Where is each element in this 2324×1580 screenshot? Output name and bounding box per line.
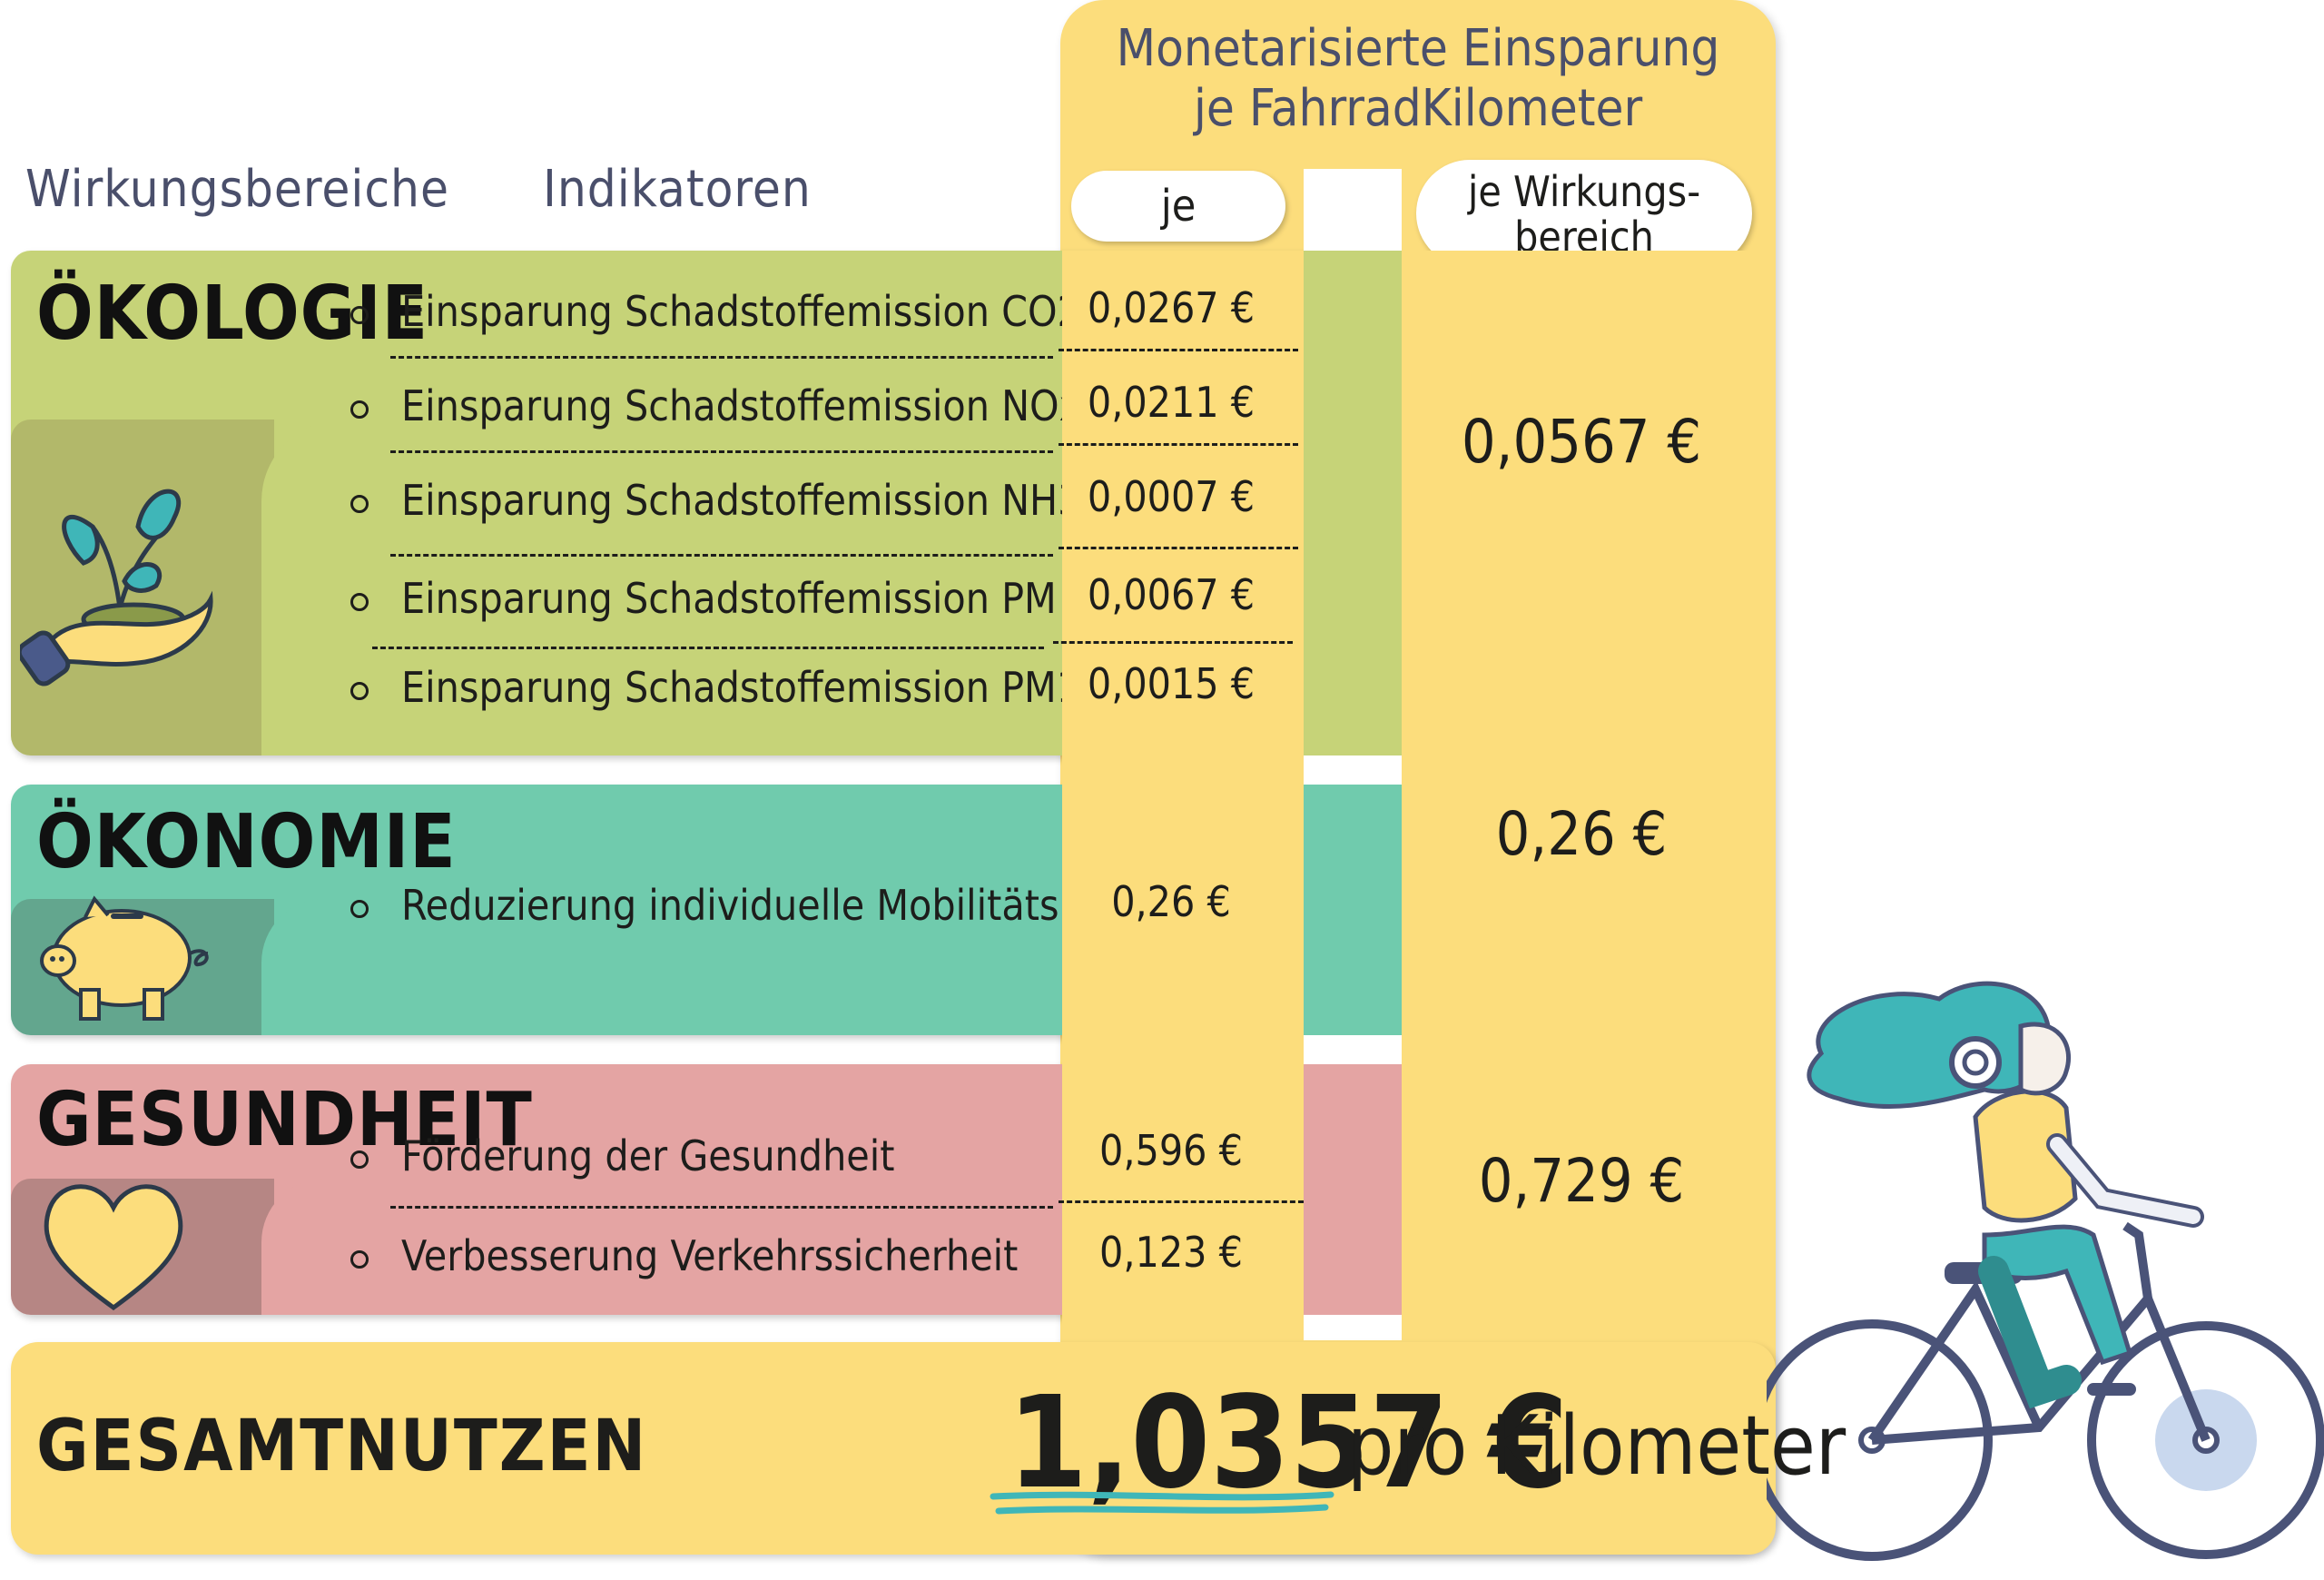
indicator-row-gesundheit: Förderung der Gesundheit <box>350 1131 895 1180</box>
value-mobilitaetskosten: 0,26 € <box>1111 877 1231 926</box>
divider-line <box>390 356 1053 359</box>
divider-line <box>372 647 1044 649</box>
total-label: GESAMTNUTZEN <box>36 1406 648 1487</box>
indicator-row-pm10: Einsparung Schadstoffemission PM10 <box>350 663 1104 712</box>
column-gap-band-oekonomie <box>1304 785 1402 1035</box>
value-nox: 0,0211 € <box>1087 378 1256 427</box>
indicator-label: Einsparung Schadstoffemission NH3 <box>401 476 1082 525</box>
divider-line <box>1059 443 1298 446</box>
bullet-icon <box>350 1249 369 1269</box>
indicator-label: Förderung der Gesundheit <box>401 1131 895 1180</box>
indicator-row-mobilitaetskosten: Reduzierung individuelle Mobilitätskoste… <box>350 881 1184 930</box>
piggy-bank-icon <box>40 895 209 1021</box>
total-unit: pro Kilometer <box>1347 1398 1846 1494</box>
column-gap-band-oekologie <box>1304 251 1402 755</box>
total-oekologie: 0,0567 € <box>1461 407 1702 477</box>
header-wirkungsbereiche: Wirkungsbereiche <box>25 160 449 219</box>
pill-je-wirkungsbereich-line1: je Wirkungs- <box>1467 167 1701 216</box>
divider-line <box>390 1206 1053 1209</box>
divider-line <box>1059 349 1298 351</box>
column-gap-band-gesundheit <box>1304 1064 1402 1315</box>
pill-je-indikator: je Indikator <box>1071 171 1285 302</box>
area-value-column <box>1402 251 1774 1337</box>
value-nh3: 0,0007 € <box>1087 472 1256 521</box>
heart-icon <box>44 1184 183 1311</box>
bullet-icon <box>350 400 369 419</box>
indicator-row-pm25: Einsparung Schadstoffemission PM 2,5 <box>350 574 1128 623</box>
indicator-value-column <box>1062 251 1304 1337</box>
money-title-line2: je FahrradKilometer <box>1193 79 1643 138</box>
indicator-label: Einsparung Schadstoffemission NOx <box>401 381 1082 430</box>
value-verkehrssicherheit: 0,123 € <box>1099 1228 1243 1277</box>
bullet-icon <box>350 899 369 918</box>
indicator-row-nh3: Einsparung Schadstoffemission NH3 <box>350 476 1081 525</box>
bullet-icon <box>350 1150 369 1169</box>
indicator-label: Einsparung Schadstoffemission PM 2,5 <box>401 574 1128 623</box>
cyclist-icon <box>1767 981 2324 1561</box>
bullet-icon <box>350 305 369 324</box>
divider-line <box>390 450 1053 453</box>
bullet-icon <box>350 494 369 513</box>
divider-line <box>390 554 1053 557</box>
divider-line <box>1059 547 1298 549</box>
bullet-icon <box>350 681 369 700</box>
title-oekonomie: ÖKONOMIE <box>36 799 457 885</box>
value-pm25: 0,0067 € <box>1087 570 1256 619</box>
total-band <box>11 1342 1776 1555</box>
indicator-row-verkehrssicherheit: Verbesserung Verkehrssicherheit <box>350 1231 1018 1280</box>
total-oekonomie: 0,26 € <box>1495 799 1668 869</box>
indicator-label: Einsparung Schadstoffemission CO2 <box>401 287 1081 336</box>
indicator-label: Einsparung Schadstoffemission PM10 <box>401 663 1105 712</box>
value-co2: 0,0267 € <box>1087 283 1256 332</box>
value-gesundheit: 0,596 € <box>1099 1126 1243 1175</box>
header-indikatoren: Indikatoren <box>543 160 812 219</box>
bullet-icon <box>350 592 369 611</box>
indicator-label: Verbesserung Verkehrssicherheit <box>401 1231 1019 1280</box>
divider-line <box>1053 641 1293 644</box>
value-pm10: 0,0015 € <box>1087 659 1256 708</box>
indicator-label: Reduzierung individuelle Mobilitätskoste… <box>401 881 1184 930</box>
money-title-line1: Monetarisierte Einsparung <box>1116 19 1720 78</box>
underline-icon <box>990 1491 1334 1515</box>
plant-in-hand-icon <box>20 489 213 686</box>
total-gesundheit: 0,729 € <box>1478 1146 1685 1216</box>
divider-line <box>1059 1200 1304 1203</box>
indicator-row-nox: Einsparung Schadstoffemission NOx <box>350 381 1081 430</box>
title-gesundheit: GESUNDHEIT <box>36 1077 533 1163</box>
indicator-row-co2: Einsparung Schadstoffemission CO2 <box>350 287 1081 336</box>
pill-je-wirkungsbereich: je Wirkungs- bereich <box>1416 160 1752 267</box>
